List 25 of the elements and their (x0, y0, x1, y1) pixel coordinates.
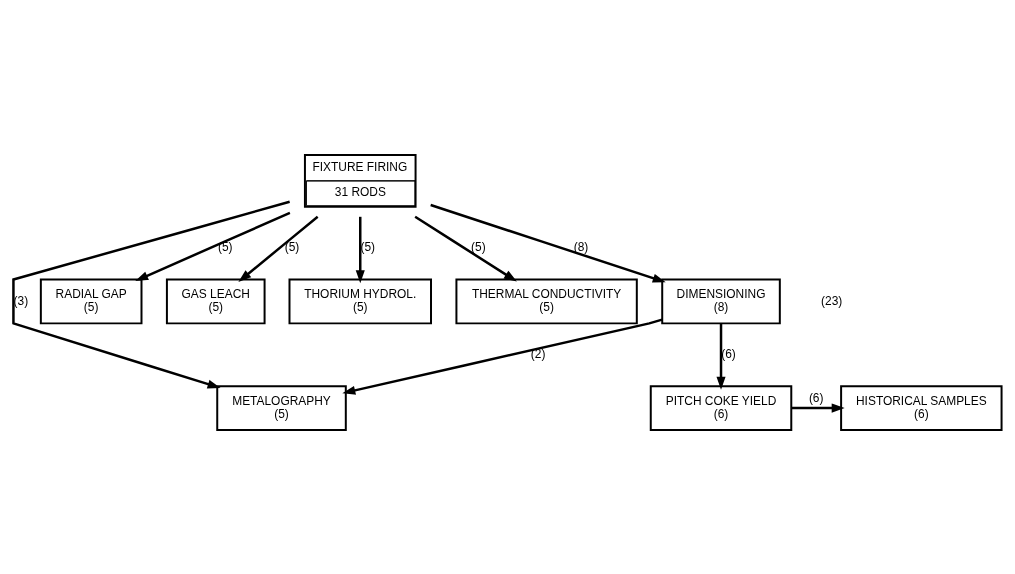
node-box: DIMENSIONING (8) (661, 278, 781, 324)
node-box: GAS LEACH (5) (165, 278, 266, 324)
arrow (791, 403, 845, 413)
edge-label: (6) (721, 346, 736, 361)
arrow (716, 323, 726, 390)
arrow (342, 317, 663, 395)
arrow (12, 200, 290, 389)
node-box: PITCH COKE YIELD (6) (649, 384, 793, 431)
edge-label: (6) (808, 390, 824, 405)
label: (23) (821, 293, 843, 308)
edge-label: (5) (284, 239, 300, 254)
node-box: RADIAL GAP (5) (39, 278, 143, 324)
edge-label: (5) (360, 239, 376, 254)
arrow (414, 215, 517, 282)
arrow (238, 215, 319, 282)
edge-label: (2) (530, 346, 546, 361)
arrow (135, 211, 291, 281)
node-box: THERMAL CONDUCTIVITY (5) (455, 278, 638, 324)
arrow (430, 203, 666, 283)
edge-label: (8) (573, 239, 589, 254)
node-box: HISTORICAL SAMPLES (6) (840, 384, 1003, 431)
edge-label: (5) (471, 239, 486, 254)
node-box: METALOGRAPHY (5) (216, 384, 347, 431)
node-box: THORIUM HYDROL. (5) (288, 278, 432, 324)
arrow (355, 216, 365, 283)
